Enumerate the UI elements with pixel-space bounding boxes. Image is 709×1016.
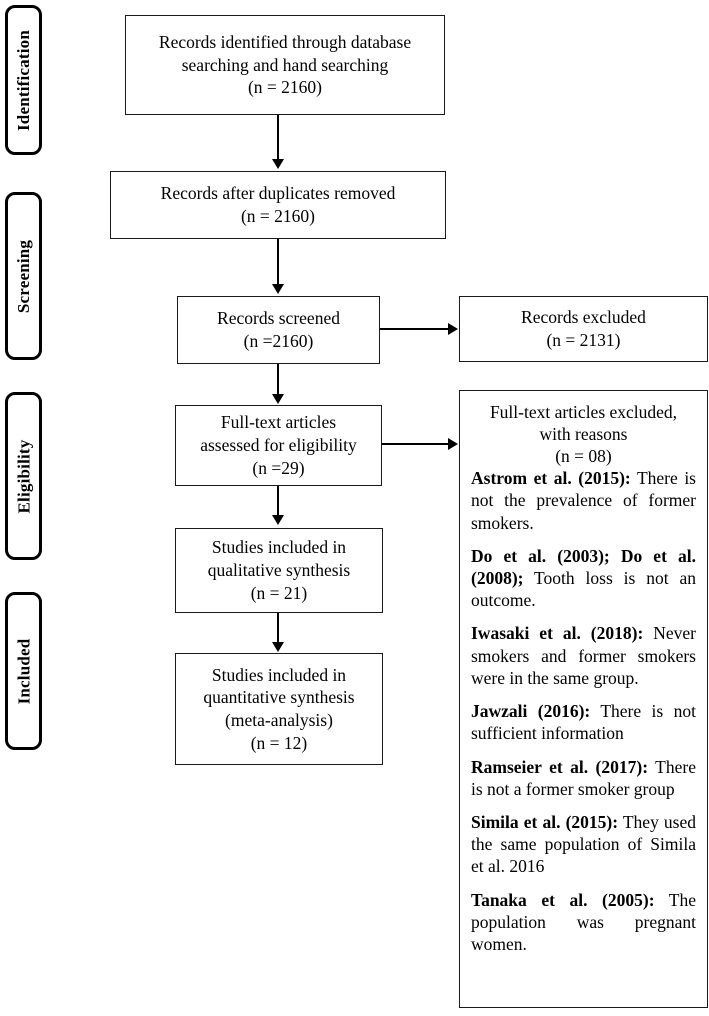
- reason-citation: Iwasaki et al. (2018):: [471, 623, 644, 644]
- box-fulltext-assessed: Full-text articles assessed for eligibil…: [175, 405, 382, 486]
- line: Studies included in: [211, 664, 347, 685]
- line: (n = 08): [555, 446, 612, 467]
- line: (n = 12): [250, 732, 308, 753]
- reason-text: Tooth loss is not an outcome.: [471, 568, 696, 611]
- stage-label-text: Eligibility: [14, 439, 33, 513]
- reasons-heading: Full-text articles excluded, with reason…: [471, 401, 696, 467]
- reason-citation: Astrom et al. (2015):: [471, 468, 631, 489]
- arrowhead-down-icon: [272, 284, 284, 294]
- box-records-excluded-text: Records excluded (n = 2131): [521, 306, 646, 352]
- reason-citation: Do et al. (2003); Do et al. (2008);: [471, 545, 696, 589]
- reason-text: There is not sufficient information: [471, 701, 696, 744]
- connector-qualitative-to-quantitative: [277, 613, 279, 643]
- line: (n = 21): [250, 582, 308, 603]
- reason-text: Never smokers and former smokers were in…: [471, 623, 696, 688]
- box-qualitative-synthesis: Studies included in qualitative synthesi…: [175, 528, 383, 613]
- reason-item: Do et al. (2003); Do et al. (2008); Toot…: [471, 545, 696, 612]
- reason-item: Tanaka et al. (2005): The population was…: [471, 889, 696, 956]
- reason-citation: Jawzali (2016):: [471, 701, 591, 722]
- stage-label-text: Included: [14, 638, 34, 704]
- line: Full-text articles excluded,: [489, 402, 678, 422]
- reason-citation: Tanaka et al. (2005):: [471, 889, 655, 910]
- arrowhead-down-icon: [272, 515, 284, 525]
- line: with reasons: [539, 424, 628, 445]
- line: searching and hand searching: [181, 54, 389, 75]
- connector-identified-to-duplicates: [277, 115, 279, 161]
- arrowhead-right-icon: [448, 438, 458, 450]
- box-quantitative-synthesis: Studies included in quantitative synthes…: [175, 653, 383, 765]
- line: (n =29): [252, 457, 305, 478]
- box-records-excluded: Records excluded (n = 2131): [459, 296, 708, 362]
- reason-citation: Ramseier et al. (2017):: [471, 756, 649, 777]
- line: qualitative synthesis: [207, 560, 351, 581]
- stage-label-eligibility: Eligibility: [5, 392, 42, 560]
- box-qualitative-synthesis-text: Studies included in qualitative synthesi…: [208, 536, 350, 604]
- connector-fulltext-to-qualitative: [277, 486, 279, 516]
- connector-screened-to-excluded: [380, 328, 449, 330]
- stage-label-text: Identification: [14, 29, 33, 131]
- line: (n = 2131): [546, 330, 621, 350]
- stage-label-identification: Identification: [5, 5, 42, 155]
- line: quantitative synthesis: [203, 687, 355, 708]
- line: Records excluded: [521, 307, 646, 328]
- reason-text: There is not the prevalence of former sm…: [471, 468, 696, 533]
- line: Studies included in: [211, 537, 347, 558]
- reason-item: Iwasaki et al. (2018): Never smokers and…: [471, 622, 696, 689]
- box-fulltext-excluded-reasons: Full-text articles excluded, with reason…: [459, 390, 708, 1008]
- line: Full-text articles: [220, 412, 337, 433]
- box-quantitative-synthesis-text: Studies included in quantitative synthes…: [203, 664, 354, 755]
- line: (n = 2160): [240, 206, 315, 226]
- arrowhead-down-icon: [272, 159, 284, 169]
- reason-citation: Simila et al. (2015):: [471, 811, 619, 832]
- reason-item: Ramseier et al. (2017): There is not a f…: [471, 756, 696, 800]
- line: (n = 2160): [247, 77, 323, 98]
- arrowhead-right-icon: [448, 323, 458, 335]
- connector-fulltext-to-reasons: [382, 443, 449, 445]
- reason-text: There is not a former smoker group: [471, 756, 696, 799]
- box-records-after-duplicates-text: Records after duplicates removed (n = 21…: [161, 182, 396, 228]
- line: Records screened: [217, 308, 340, 329]
- line: (n =2160): [243, 331, 314, 351]
- line: (meta-analysis): [225, 710, 333, 730]
- connector-duplicates-to-screened: [277, 239, 279, 286]
- box-records-identified: Records identified through database sear…: [125, 15, 445, 115]
- reason-item: Astrom et al. (2015): There is not the p…: [471, 467, 696, 534]
- reason-item: Simila et al. (2015): They used the same…: [471, 811, 696, 878]
- reason-text: The population was pregnant women.: [471, 889, 696, 955]
- arrowhead-down-icon: [272, 394, 284, 404]
- reason-text: They used the same population of Simila …: [471, 811, 697, 877]
- line: Records after duplicates removed: [160, 183, 396, 204]
- box-records-screened: Records screened (n =2160): [177, 296, 380, 364]
- stage-label-included: Included: [5, 592, 42, 750]
- box-records-after-duplicates: Records after duplicates removed (n = 21…: [110, 171, 446, 239]
- box-records-screened-text: Records screened (n =2160): [217, 307, 340, 353]
- stage-label-text: Screening: [14, 239, 34, 313]
- box-fulltext-assessed-text: Full-text articles assessed for eligibil…: [200, 411, 357, 479]
- line: assessed for eligibility: [200, 435, 357, 456]
- connector-screened-to-fulltext: [277, 364, 279, 396]
- box-records-identified-text: Records identified through database sear…: [159, 31, 411, 99]
- reason-item: Jawzali (2016): There is not sufficient …: [471, 700, 696, 744]
- line: Records identified through database: [158, 31, 412, 52]
- arrowhead-down-icon: [272, 642, 284, 652]
- stage-label-screening: Screening: [5, 192, 42, 360]
